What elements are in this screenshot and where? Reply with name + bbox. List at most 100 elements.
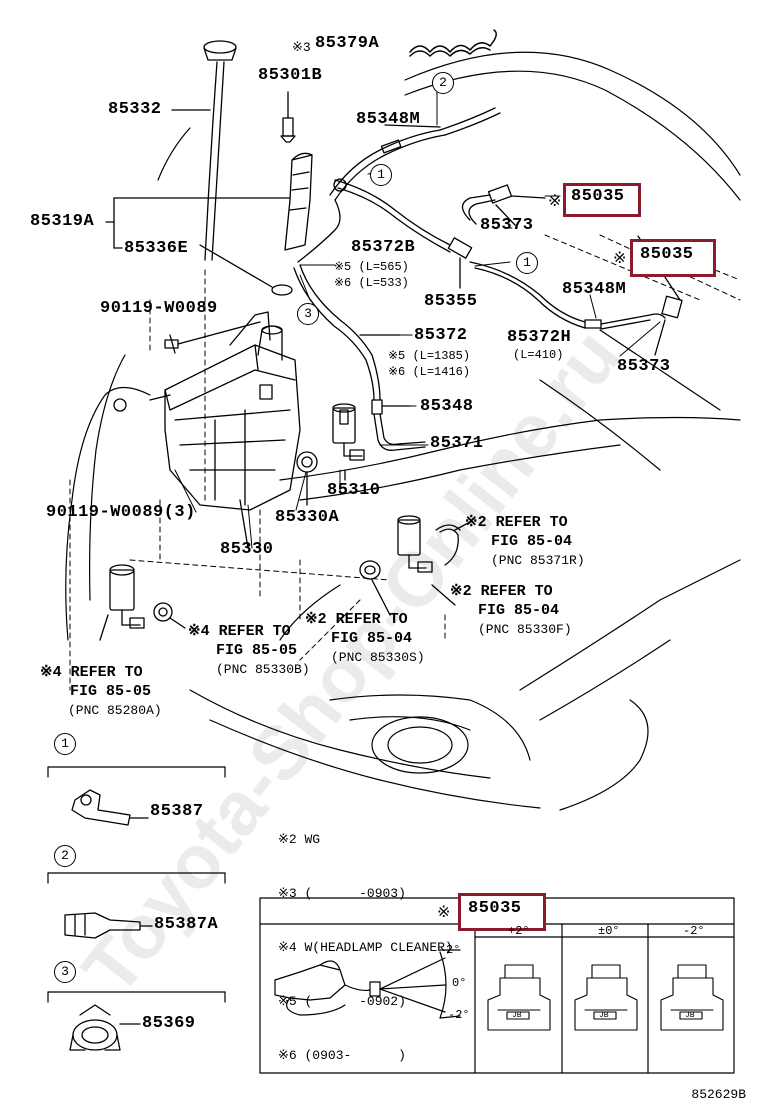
part-label-85373-a[interactable]: 85373 — [480, 216, 534, 235]
refer-85330F-pnc: (PNC 85330F) — [478, 622, 572, 637]
part-85387-clip — [71, 789, 149, 826]
refer-85330B[interactable]: ※4 REFER TO FIG 85-05 (PNC 85330B) — [188, 622, 310, 679]
part-label-85332[interactable]: 85332 — [108, 100, 162, 119]
refer-85330B-line2: FIG 85-05 — [216, 642, 298, 659]
joint-85348 — [371, 399, 426, 451]
refer-85330B-mark: ※4 — [188, 623, 210, 640]
pump-headlamp-85330B — [99, 564, 186, 641]
chip-text-2: JB — [599, 1011, 609, 1020]
chip-text-3: JB — [685, 1011, 695, 1020]
part-label-85355[interactable]: 85355 — [424, 292, 478, 311]
part-label-85387[interactable]: 85387 — [150, 802, 204, 821]
washer-tank-85330 — [113, 311, 301, 549]
refer-85280A-pnc: (PNC 85280A) — [68, 703, 162, 718]
inset-circle-3: 3 — [54, 961, 76, 983]
part-label-90119-W0089-3[interactable]: 90119-W0089(3) — [46, 503, 196, 522]
refer-85371R[interactable]: ※2 REFER TO FIG 85-04 (PNC 85371R) — [465, 513, 585, 570]
part-label-85035-box[interactable]: 85035 — [468, 899, 522, 918]
refer-85330B-pnc: (PNC 85330B) — [216, 662, 310, 677]
legend-line-2: ※2 WG — [278, 832, 321, 847]
note-mark-85035-b: ※ — [613, 250, 627, 268]
pump-front-85330F — [359, 515, 471, 616]
legend-line-3: ※3 ( -0903) — [278, 886, 406, 901]
filler-neck-85332 — [171, 40, 237, 261]
note-85372H-l410: (L=410) — [513, 348, 564, 362]
joint-85355 — [447, 237, 473, 289]
refer-85330S-line1: REFER TO — [335, 611, 408, 628]
refer-85280A-mark: ※4 — [40, 664, 62, 681]
refer-85330S-mark: ※2 — [305, 611, 327, 628]
reservoir-neck-85336E — [199, 152, 313, 296]
part-label-85372B[interactable]: 85372B — [351, 238, 416, 257]
note-85372B-l533: ※6 (L=533) — [334, 276, 409, 290]
refer-85330F[interactable]: ※2 REFER TO FIG 85-04 (PNC 85330F) — [450, 582, 572, 639]
fan-label-minus2: -2° — [448, 1008, 470, 1022]
part-label-85372[interactable]: 85372 — [414, 326, 468, 345]
part-label-90119-W0089[interactable]: 90119-W0089 — [100, 299, 218, 318]
part-label-85387A[interactable]: 85387A — [154, 915, 219, 934]
legend-line-6: ※6 (0903- ) — [278, 1048, 406, 1063]
hose-85372B — [333, 178, 496, 253]
part-label-85336E[interactable]: 85336E — [124, 239, 189, 258]
part-label-85371[interactable]: 85371 — [430, 434, 484, 453]
inset-separators — [47, 766, 226, 1003]
callout-circle-1-lower[interactable]: 1 — [516, 252, 538, 274]
part-85387A-clip — [64, 912, 153, 939]
legend-line-5: ※5 ( -0902) — [278, 994, 406, 1009]
part-label-85319A[interactable]: 85319A — [30, 212, 95, 231]
callout-circle-1-upper[interactable]: 1 — [370, 164, 392, 186]
legend-line-4: ※4 W(HEADLAMP CLEANER) — [278, 940, 453, 955]
part-label-85348M-top[interactable]: 85348M — [356, 110, 421, 129]
leader-lines — [174, 87, 661, 549]
part-label-85369[interactable]: 85369 — [142, 1014, 196, 1033]
part-label-85035-b[interactable]: 85035 — [640, 245, 694, 264]
part-label-85372H[interactable]: 85372H — [507, 328, 572, 347]
spiral-85379A — [409, 29, 497, 57]
angle-header-plus2: +2° — [508, 924, 530, 938]
refer-85371R-line2: FIG 85-04 — [491, 533, 573, 550]
highlight-box-85035-b — [630, 239, 716, 277]
refer-85330S[interactable]: ※2 REFER TO FIG 85-04 (PNC 85330S) — [305, 610, 425, 667]
refer-85330F-line2: FIG 85-04 — [478, 602, 560, 619]
car-body-outline — [65, 51, 741, 811]
notes-legend: ※2 WG ※3 ( -0903) ※4 W(HEADLAMP CLEANER)… — [278, 795, 453, 1083]
callout-circle-2[interactable]: 2 — [432, 72, 454, 94]
fan-label-2: 2° — [446, 943, 461, 957]
fan-label-0: 0° — [452, 976, 467, 990]
part-label-85310[interactable]: 85310 — [327, 481, 381, 500]
part-label-85035-a[interactable]: 85035 — [571, 187, 625, 206]
part-85369-clamp — [69, 1004, 141, 1051]
highlight-box-85035-box — [458, 893, 546, 931]
refer-85371R-pnc: (PNC 85371R) — [491, 553, 585, 568]
refer-85330B-line1: REFER TO — [218, 623, 291, 640]
callout-circle-3[interactable]: 3 — [297, 303, 319, 325]
refer-85330S-line2: FIG 85-04 — [331, 630, 413, 647]
refer-85280A[interactable]: ※4 REFER TO FIG 85-05 (PNC 85280A) — [40, 663, 162, 720]
part-label-85379A[interactable]: 85379A — [315, 34, 380, 53]
angle-header-minus2: -2° — [683, 924, 705, 938]
part-label-85348M-right[interactable]: 85348M — [562, 280, 627, 299]
spray-nozzle-views — [487, 964, 724, 1031]
hose-85372H — [469, 235, 683, 356]
angle-header-zero: ±0° — [598, 924, 620, 938]
part-label-85330[interactable]: 85330 — [220, 540, 274, 559]
refer-85280A-line2: FIG 85-05 — [70, 683, 152, 700]
part-label-85348[interactable]: 85348 — [420, 397, 474, 416]
refer-85371R-mark: ※2 — [465, 514, 487, 531]
part-label-85301B[interactable]: 85301B — [258, 66, 323, 85]
bolt-90119-W0089 — [164, 321, 261, 354]
note-mark-3: ※3 — [292, 40, 311, 55]
nozzle-85035-upper — [487, 184, 546, 226]
refer-85330F-line1: REFER TO — [480, 583, 553, 600]
note-mark-85035-box: ※ — [437, 904, 451, 922]
note-85372-l1416: ※6 (L=1416) — [388, 365, 471, 379]
part-label-85330A[interactable]: 85330A — [275, 508, 340, 527]
bracket-85319A — [105, 197, 291, 249]
chip-text-1: JB — [512, 1011, 522, 1020]
refer-85330F-mark: ※2 — [450, 583, 472, 600]
part-label-85373-b[interactable]: 85373 — [617, 357, 671, 376]
note-85372B-l565: ※5 (L=565) — [334, 260, 409, 274]
refer-85371R-line1: REFER TO — [495, 514, 568, 531]
